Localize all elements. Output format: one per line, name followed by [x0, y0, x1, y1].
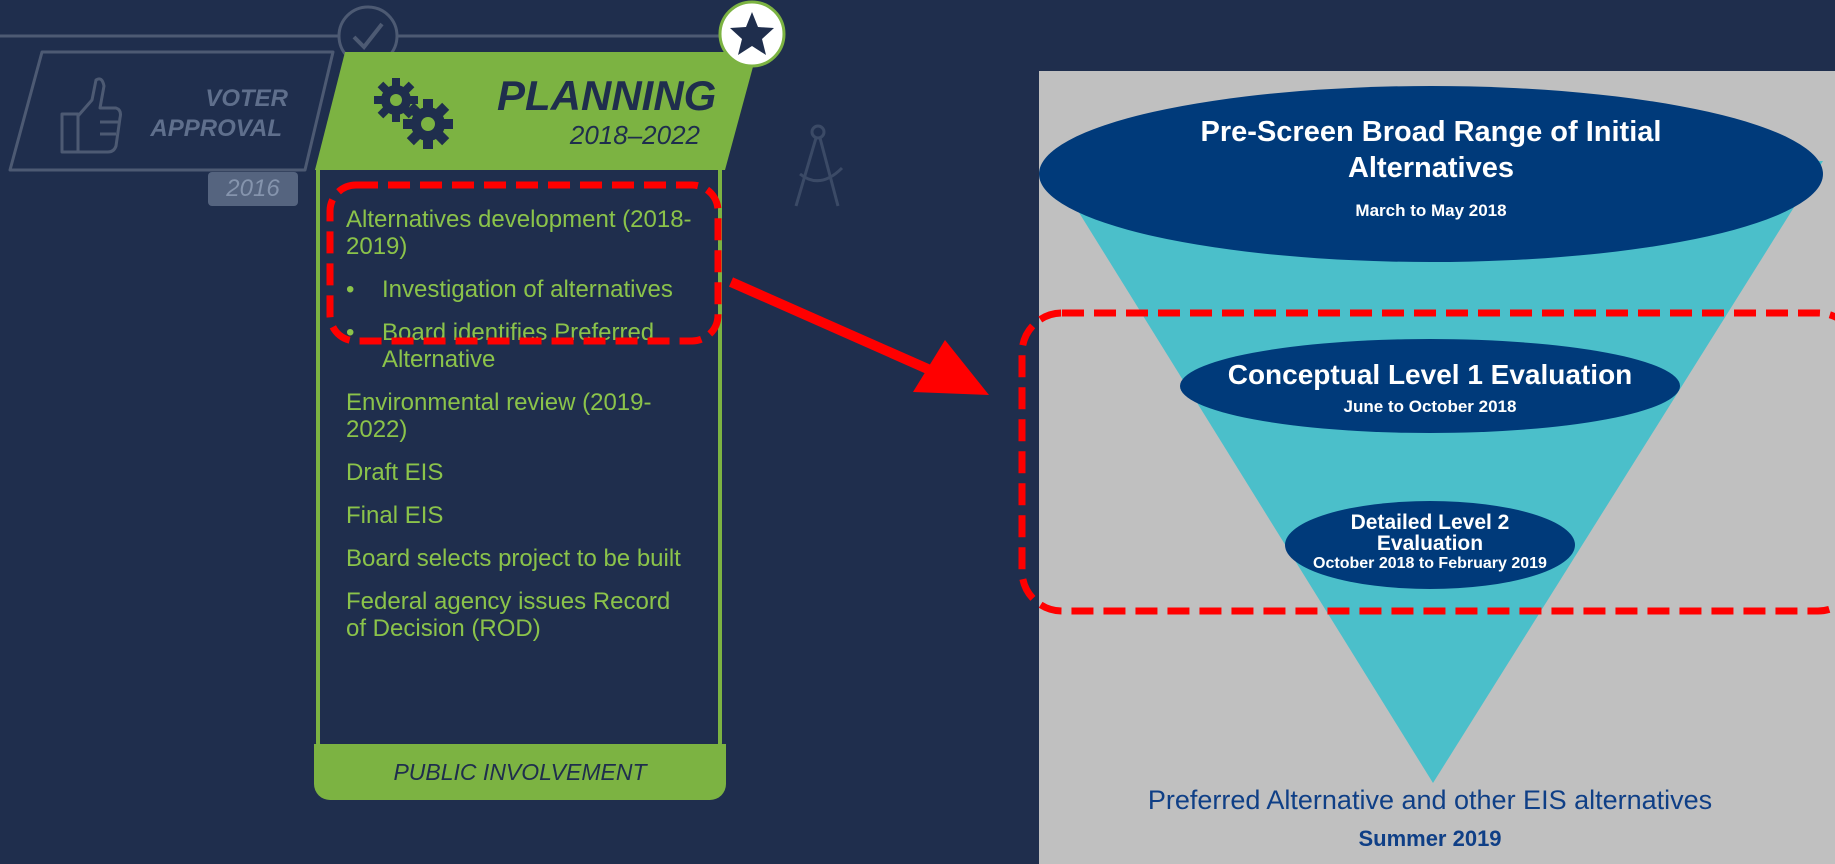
voter-approval-card: VOTER APPROVAL 2016: [0, 0, 340, 220]
result-title: Preferred Alternative and other EIS alte…: [1147, 785, 1713, 815]
voter-card-outline: [8, 50, 335, 172]
thumbs-up-icon: [60, 77, 122, 154]
voter-year-badge: 2016: [208, 172, 298, 206]
stage2-ellipse: [1180, 339, 1680, 433]
stage1-ellipse: [1039, 86, 1823, 262]
planning-years: 2018–2022: [569, 120, 700, 150]
timeline-connector: [0, 34, 724, 38]
planning-title: PLANNING: [497, 72, 717, 119]
stage3-ellipse: [1285, 501, 1575, 589]
stage3-dates: October 2018 to February 2019: [1313, 555, 1547, 572]
planning-item-record-of-decision: Federal agency issues Record of Decision…: [346, 588, 671, 642]
result-dates: Summer 2019: [1358, 826, 1502, 851]
stage1-dates: March to May 2018: [1355, 201, 1507, 220]
planning-item-alternatives-development: Alternatives development (2018-2019): [346, 206, 692, 260]
planning-list: Alternatives development (2018-2019) Inv…: [346, 206, 696, 658]
stage1-title-line2: Alternatives: [1347, 152, 1514, 184]
stage1-title-line1: Pre-Screen Broad Range of Initial: [1200, 116, 1662, 148]
voter-label-line2: APPROVAL: [150, 115, 282, 142]
planning-item-investigation: Investigation of alternatives: [346, 276, 696, 303]
stage2-dates: June to October 2018: [1343, 397, 1517, 416]
stage3-title-line2: Evaluation: [1376, 532, 1484, 555]
compass-icon: [794, 124, 844, 207]
stage3-title-line1: Detailed Level 2: [1350, 511, 1510, 534]
planning-item-environmental-review: Environmental review (2019-2022): [346, 389, 652, 443]
highlight-box-funnel-evaluations: [1018, 309, 1835, 615]
public-involvement-bar: PUBLIC INVOLVEMENT: [314, 744, 726, 800]
planning-item-board-selects: Board selects project to be built: [346, 545, 681, 572]
star-icon: [718, 0, 786, 68]
funnel-diagram: Pre-Screen Broad Range of Initial Altern…: [1039, 71, 1835, 864]
arrow-icon: [728, 277, 989, 395]
planning-item-draft-eis: Draft EIS: [346, 459, 444, 486]
stage2-title: Conceptual Level 1 Evaluation: [1227, 359, 1633, 390]
gears-icon: [374, 78, 453, 149]
highlight-box-alternatives: [326, 181, 722, 345]
planning-item-final-eis: Final EIS: [346, 502, 444, 529]
voter-label-line1: VOTER: [205, 85, 288, 112]
